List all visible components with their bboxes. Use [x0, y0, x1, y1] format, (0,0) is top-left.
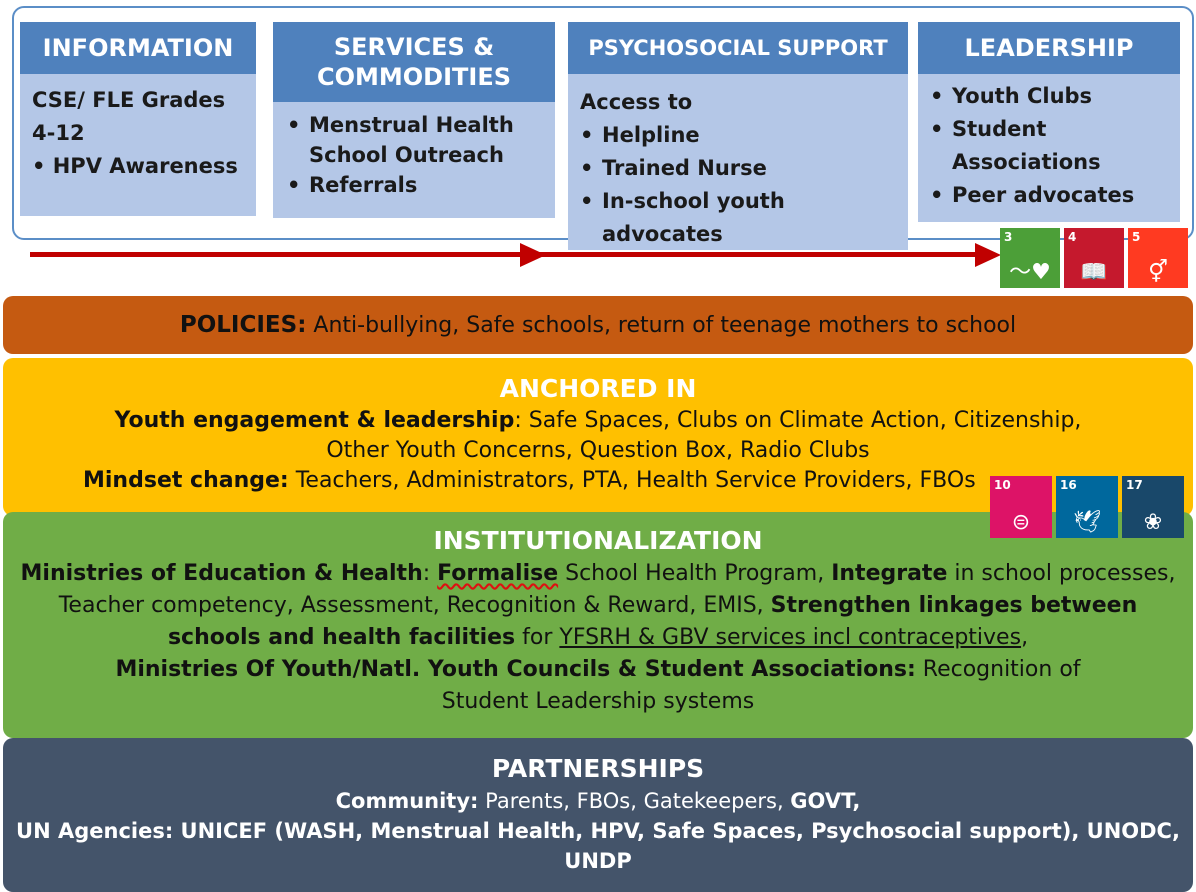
institutionalization-title: INSTITUTIONALIZATION — [433, 526, 763, 555]
policies-band: POLICIES: Anti-bullying, Safe schools, r… — [3, 296, 1193, 354]
sdg-16-icon: 16 🕊 — [1056, 476, 1118, 538]
psychosocial-item-helpline: Helpline — [580, 119, 896, 152]
leadership-body: Youth Clubs Student Associations Peer ad… — [918, 74, 1180, 222]
progress-arrow-line — [30, 252, 980, 257]
anchored-mindset-text: Teachers, Administrators, PTA, Health Se… — [288, 468, 976, 493]
leadership-item-student-associations: Student Associations — [930, 113, 1168, 179]
services-item-referrals: Referrals — [287, 170, 543, 200]
institutionalization-youth-text: Recognition of Student Leadership system… — [441, 657, 1081, 714]
leadership-item-peer-advocates: Peer advocates — [930, 179, 1168, 212]
partnerships-community-label: Community: — [335, 789, 479, 813]
sdg-5-icon: 5 ⚥ — [1128, 228, 1188, 288]
formalise-keyword: Formalise — [437, 561, 559, 586]
sdg-17-icon: 17 ❀ — [1122, 476, 1184, 538]
partnerships-un-line: UN Agencies: UNICEF (WASH, Menstrual Hea… — [16, 819, 1180, 873]
sdg-4-icon: 4 📖 — [1064, 228, 1124, 288]
information-title: INFORMATION — [20, 22, 256, 74]
leadership-title: LEADERSHIP — [918, 22, 1180, 74]
anchored-mindset-paragraph: Mindset change: Teachers, Administrators… — [3, 466, 1193, 496]
partnerships-community-line: Community: Parents, FBOs, Gatekeepers, G… — [335, 789, 861, 813]
policies-label: POLICIES: — [179, 312, 307, 338]
policies-text: Anti-bullying, Safe schools, return of t… — [306, 313, 1017, 338]
services-item-menstrual: Menstrual Health School Outreach — [287, 110, 543, 170]
anchored-youth-text: : Safe Spaces, Clubs on Climate Action, … — [326, 408, 1082, 463]
services-title: SERVICES & COMMODITIES — [273, 22, 555, 102]
integrate-keyword: Integrate — [831, 561, 948, 586]
strengthen-keyword: Strengthen linkages between schools and … — [167, 593, 1138, 650]
psychosocial-item-advocates: In-school youth advocates — [580, 185, 896, 250]
anchored-mindset-label: Mindset change: — [83, 468, 289, 493]
yfsrh-link-text: YFSRH & GBV services incl contraceptives — [559, 625, 1022, 650]
institutionalization-band: INSTITUTIONALIZATION Ministries of Educa… — [3, 512, 1193, 738]
progress-arrow-mid-head — [520, 243, 546, 267]
information-line-grades: CSE/ FLE Grades 4-12 — [32, 88, 226, 145]
anchored-youth-label: Youth engagement & leadership — [114, 408, 515, 433]
leadership-item-youth-clubs: Youth Clubs — [930, 80, 1168, 113]
psychosocial-item-nurse: Trained Nurse — [580, 152, 896, 185]
institutionalization-youth-paragraph: Ministries Of Youth/Natl. Youth Councils… — [3, 654, 1193, 718]
information-body: CSE/ FLE Grades 4-12 • HPV Awareness — [20, 74, 256, 216]
psychosocial-title: PSYCHOSOCIAL SUPPORT — [568, 22, 908, 74]
services-body: Menstrual Health School Outreach Referra… — [273, 102, 555, 218]
partnerships-govt: GOVT, — [790, 789, 861, 813]
anchored-youth-paragraph: Youth engagement & leadership: Safe Spac… — [3, 406, 1193, 466]
information-line-hpv: • HPV Awareness — [32, 154, 238, 178]
institutionalization-ministries-label: Ministries of Education & Health — [20, 561, 423, 586]
sdg-10-icon: 10 ⊜ — [990, 476, 1052, 538]
sdg-3-icon: 3 〜♥ — [1000, 228, 1060, 288]
anchored-title: ANCHORED IN — [499, 374, 697, 403]
partnerships-band: PARTNERSHIPS Community: Parents, FBOs, G… — [3, 738, 1193, 892]
psychosocial-body: Access to Helpline Trained Nurse In-scho… — [568, 74, 908, 250]
institutionalization-youth-label: Ministries Of Youth/Natl. Youth Councils… — [115, 657, 916, 682]
progress-arrow-head — [975, 243, 1001, 267]
partnerships-title: PARTNERSHIPS — [491, 754, 705, 783]
institutionalization-ministries-paragraph: Ministries of Education & Health: Formal… — [20, 561, 1176, 650]
psychosocial-intro: Access to — [580, 90, 693, 114]
